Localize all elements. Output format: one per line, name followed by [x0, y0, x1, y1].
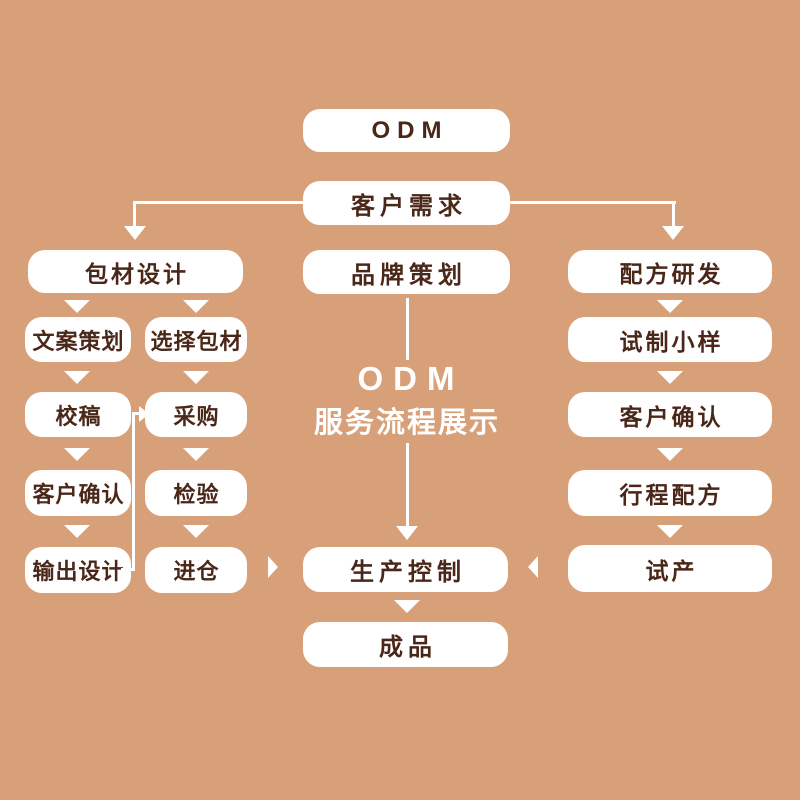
arrow-down-icon — [183, 371, 209, 384]
center-title-line1: ODM — [357, 360, 465, 397]
node-output-design: 输出设计 — [25, 547, 131, 593]
node-proofreading: 校稿 — [25, 392, 131, 437]
arrow-left-icon — [528, 556, 538, 578]
arrow-down-icon — [394, 600, 420, 613]
arrow-down-icon — [396, 526, 418, 540]
connector-line — [135, 201, 305, 204]
connector-line — [406, 298, 409, 360]
arrow-down-icon — [657, 371, 683, 384]
arrow-down-icon — [64, 371, 90, 384]
arrow-down-icon — [64, 300, 90, 313]
node-customer-confirm-left: 客户确认 — [25, 470, 131, 516]
arrow-down-icon — [662, 226, 684, 240]
node-packaging-design: 包材设计 — [28, 250, 243, 293]
arrow-down-icon — [64, 525, 90, 538]
node-production-control: 生产控制 — [303, 547, 508, 592]
arrow-right-icon — [139, 406, 149, 422]
arrow-right-icon — [268, 556, 278, 578]
connector-line — [132, 412, 141, 415]
node-warehousing: 进仓 — [145, 547, 247, 593]
node-trial-production: 试产 — [568, 545, 772, 592]
node-finished-product: 成品 — [303, 622, 508, 667]
node-odm: ODM — [303, 109, 510, 152]
node-formula-scheduling: 行程配方 — [568, 470, 772, 516]
node-customer-confirm-right: 客户确认 — [568, 392, 772, 437]
node-formula-rd: 配方研发 — [568, 250, 772, 293]
connector-line — [672, 201, 675, 227]
node-inspection: 检验 — [145, 470, 247, 516]
node-brand-planning: 品牌策划 — [303, 250, 510, 294]
arrow-down-icon — [657, 448, 683, 461]
arrow-down-icon — [124, 226, 146, 240]
connector-line — [132, 412, 135, 571]
arrow-down-icon — [183, 448, 209, 461]
arrow-down-icon — [657, 300, 683, 313]
arrow-down-icon — [64, 448, 90, 461]
connector-line — [121, 568, 135, 571]
node-trial-sample: 试制小样 — [568, 317, 772, 362]
center-title-line2: 服务流程展示 — [313, 407, 500, 439]
arrow-down-icon — [183, 525, 209, 538]
node-purchasing: 采购 — [145, 392, 247, 437]
arrow-down-icon — [657, 525, 683, 538]
arrow-down-icon — [183, 300, 209, 313]
node-copywriting: 文案策划 — [25, 317, 131, 362]
node-customer-needs: 客户需求 — [303, 181, 510, 225]
connector-line — [406, 443, 409, 528]
connector-line — [133, 201, 136, 227]
node-select-packaging: 选择包材 — [145, 317, 247, 362]
connector-line — [510, 201, 676, 204]
